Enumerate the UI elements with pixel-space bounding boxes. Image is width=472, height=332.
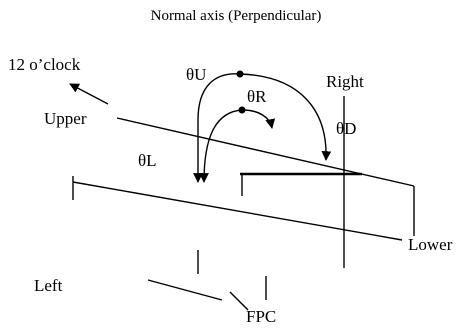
theta-l-label: θL — [138, 151, 157, 170]
twelve-oclock-arrow — [69, 83, 109, 105]
right-label: Right — [326, 72, 364, 91]
theta-r-label: θR — [247, 87, 267, 106]
upper-label: Upper — [44, 109, 87, 128]
theta-l-arc — [199, 109, 243, 183]
theta-d-label: θD — [336, 119, 356, 138]
lower-panel-top-edge — [72, 181, 403, 241]
theta-u-arc — [193, 73, 241, 183]
fpc-leader-line — [229, 291, 249, 311]
normal-axis-label: Normal axis (Perpendicular) — [151, 8, 322, 24]
theta-r-arc — [241, 109, 276, 129]
twelve-oclock-label: 12 o’clock — [8, 55, 81, 74]
left-label: Left — [34, 276, 63, 295]
upper-panel-top-edge — [116, 117, 415, 187]
theta-d-arc — [239, 73, 332, 161]
theta-u-label: θU — [186, 65, 206, 84]
lower-label: Lower — [408, 235, 453, 254]
fpc-label: FPC — [246, 307, 276, 326]
left-panel-edge — [147, 279, 223, 301]
